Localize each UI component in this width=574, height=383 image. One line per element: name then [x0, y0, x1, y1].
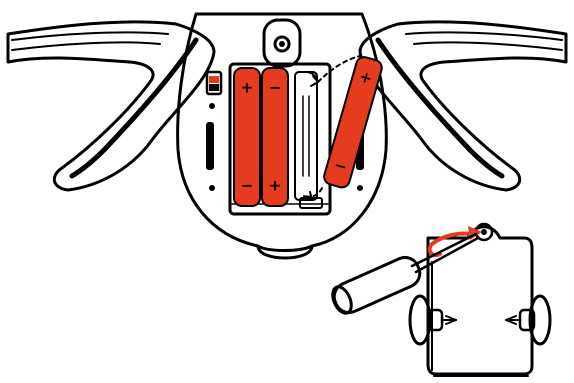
screwdriver-icon[interactable] [329, 232, 480, 317]
battery-2: − + [261, 67, 289, 207]
battery-1: + − [233, 67, 261, 207]
left-leg [6, 20, 216, 192]
toy-body [176, 12, 388, 260]
battery-1-top-polarity: + [241, 79, 254, 97]
empty-battery-slot [294, 71, 318, 201]
battery-4-top-polarity: + [357, 67, 374, 88]
insertion-arrow-bottom [303, 187, 323, 201]
mount-tab [262, 18, 302, 68]
battery-2-top-polarity: − [269, 79, 282, 97]
right-wheel [505, 294, 552, 346]
right-leg [358, 20, 568, 192]
insertion-arrow-top [305, 55, 361, 87]
battery-4-bottom-polarity: − [332, 156, 349, 177]
battery-being-inserted: + − [323, 56, 383, 189]
battery-2-bottom-polarity: + [269, 177, 282, 195]
power-switch-icon[interactable] [205, 70, 223, 96]
battery-1-bottom-polarity: − [241, 177, 254, 195]
left-wheel [408, 294, 457, 346]
